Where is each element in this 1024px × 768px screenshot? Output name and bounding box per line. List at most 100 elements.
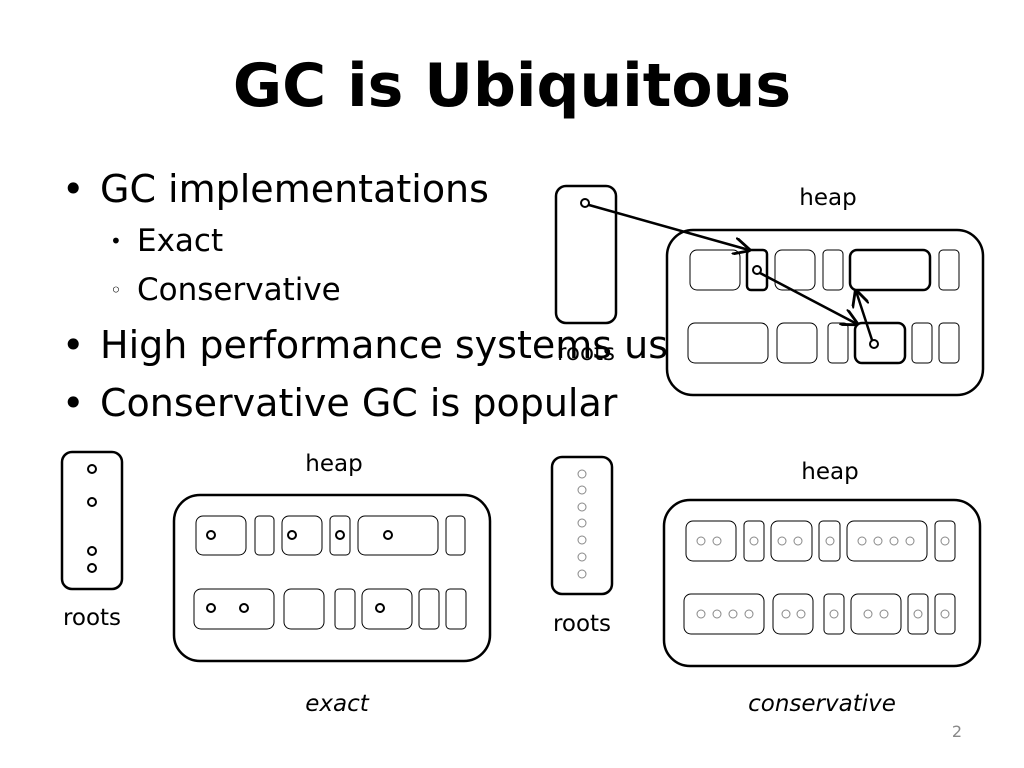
conservative-roots-box bbox=[550, 455, 614, 596]
heap-object bbox=[907, 593, 929, 635]
heap-pointer bbox=[375, 603, 385, 613]
ambiguous-word bbox=[793, 536, 803, 546]
heap-object bbox=[334, 588, 356, 630]
ambiguous-word bbox=[857, 536, 867, 546]
bullet-marker: • bbox=[62, 167, 85, 211]
heap-pointer bbox=[239, 603, 249, 613]
reachable-object bbox=[853, 321, 907, 365]
conservative-diagram: roots heap bbox=[550, 455, 982, 717]
ambiguous-word bbox=[744, 609, 754, 619]
exact-heap-box bbox=[172, 493, 492, 663]
ambiguous-root-word bbox=[577, 502, 587, 512]
bullet-text: Conservative GC is popular bbox=[100, 381, 618, 425]
sub-bullet-conservative: ◦Conservative bbox=[110, 271, 341, 309]
heap-object bbox=[823, 593, 845, 635]
ambiguous-word bbox=[749, 536, 759, 546]
root-pointer bbox=[87, 546, 97, 556]
root-pointer bbox=[87, 464, 97, 474]
ambiguous-word bbox=[777, 536, 787, 546]
bullet-high-performance: • High performance systems use... bbox=[62, 322, 728, 368]
heap-object bbox=[254, 515, 275, 556]
heap-object bbox=[827, 322, 849, 364]
bullet-marker: • bbox=[62, 381, 85, 425]
heap-pointer bbox=[383, 530, 393, 540]
top-diagram: roots heap bbox=[554, 184, 985, 397]
heap-object bbox=[850, 593, 902, 635]
ambiguous-word bbox=[905, 536, 915, 546]
heap-object bbox=[281, 515, 323, 556]
heap-object bbox=[846, 520, 928, 562]
conservative-heap-label: heap bbox=[801, 459, 858, 485]
root-reference-arrow bbox=[588, 203, 749, 250]
heap-object bbox=[445, 515, 466, 556]
reachable-object bbox=[848, 248, 932, 292]
heap-object bbox=[934, 520, 956, 562]
ambiguous-root-word bbox=[577, 518, 587, 528]
ambiguous-word bbox=[863, 609, 873, 619]
bullet-text: GC implementations bbox=[100, 167, 489, 211]
top-roots-label: roots bbox=[557, 340, 615, 366]
reachable-object bbox=[745, 248, 769, 292]
sub-bullet-text: Conservative bbox=[137, 272, 341, 308]
sub-bullet-text: Exact bbox=[137, 223, 224, 259]
heap-pointer bbox=[206, 603, 216, 613]
root-pointer bbox=[87, 563, 97, 573]
ambiguous-word bbox=[796, 609, 806, 619]
ambiguous-root-word bbox=[577, 485, 587, 495]
bullet-text: High performance systems use... bbox=[100, 323, 728, 367]
ambiguous-root-word bbox=[577, 552, 587, 562]
heap-object bbox=[687, 322, 769, 364]
heap-object bbox=[283, 588, 325, 630]
root-pointer bbox=[87, 497, 97, 507]
ambiguous-root-word bbox=[577, 535, 587, 545]
ambiguous-word bbox=[712, 536, 722, 546]
ambiguous-word bbox=[781, 609, 791, 619]
exact-caption: exact bbox=[305, 691, 370, 717]
top-root-pointer bbox=[580, 198, 590, 208]
ambiguous-word bbox=[825, 536, 835, 546]
ambiguous-word bbox=[873, 536, 883, 546]
heap-object bbox=[934, 593, 956, 635]
ambiguous-word bbox=[889, 536, 899, 546]
heap-pointer bbox=[869, 339, 879, 349]
heap-object bbox=[195, 515, 247, 556]
ambiguous-word bbox=[940, 609, 950, 619]
heap-reference-arrow bbox=[759, 271, 857, 324]
heap-reference-arrow bbox=[856, 291, 874, 341]
heap-object bbox=[685, 520, 737, 562]
exact-diagram: roots heap exact bbox=[60, 450, 492, 717]
conservative-caption: conservative bbox=[748, 691, 896, 717]
top-heap-box bbox=[665, 228, 985, 397]
heap-object bbox=[776, 322, 818, 364]
ambiguous-word bbox=[696, 536, 706, 546]
exact-roots-label: roots bbox=[63, 605, 121, 631]
heap-object bbox=[770, 520, 813, 562]
top-roots-box bbox=[554, 184, 618, 325]
ambiguous-word bbox=[829, 609, 839, 619]
sub-bullet-exact: •Exact bbox=[110, 222, 223, 260]
heap-object bbox=[689, 249, 741, 291]
ambiguous-word bbox=[696, 609, 706, 619]
heap-pointer bbox=[206, 530, 216, 540]
page-number: 2 bbox=[951, 722, 962, 741]
heap-object bbox=[772, 593, 814, 635]
heap-object bbox=[361, 588, 413, 630]
bullet-marker: • bbox=[62, 323, 85, 367]
heap-object bbox=[938, 249, 960, 291]
heap-object bbox=[193, 588, 275, 630]
ambiguous-word bbox=[728, 609, 738, 619]
heap-object bbox=[418, 588, 440, 630]
heap-object bbox=[938, 322, 960, 364]
ambiguous-word bbox=[913, 609, 923, 619]
heap-pointer bbox=[752, 265, 762, 275]
ambiguous-word bbox=[712, 609, 722, 619]
bullet-conservative-popular: • Conservative GC is popular bbox=[62, 380, 617, 426]
heap-object bbox=[911, 322, 933, 364]
heap-object bbox=[683, 593, 765, 635]
heap-object bbox=[743, 520, 765, 562]
heap-object bbox=[822, 249, 844, 291]
heap-object bbox=[818, 520, 841, 562]
ambiguous-root-word bbox=[577, 469, 587, 479]
heap-object bbox=[329, 515, 351, 556]
